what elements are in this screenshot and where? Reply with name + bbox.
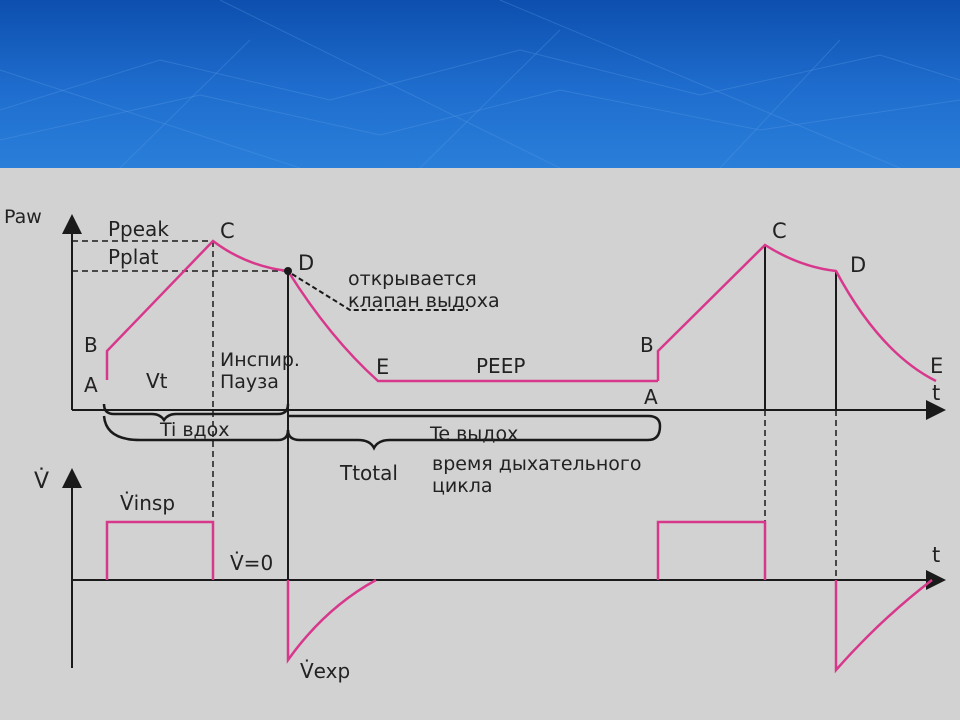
point-b2-label: B: [640, 333, 654, 357]
ttotal-label: Ttotal: [339, 461, 398, 485]
vt-label: Vt: [146, 369, 168, 393]
point-a2-label: A: [644, 385, 658, 409]
ti-brace: [102, 403, 290, 423]
point-b1-label: B: [84, 333, 98, 357]
valve-label-line2: клапан выдоха: [348, 290, 500, 312]
flow-exp-curve-1: [286, 578, 377, 664]
banner-pattern: [0, 0, 960, 168]
flow-y-label: V̇: [34, 468, 49, 494]
pplat-label: Pplat: [108, 245, 159, 269]
point-e1-label: E: [376, 355, 389, 379]
point-c1-label: C: [220, 219, 235, 243]
ppeak-label: Ppeak: [108, 217, 169, 241]
ti-label: Ti вдох: [159, 419, 230, 441]
vexp-label: V̇exp: [300, 659, 350, 683]
vzero-label: V̇=0: [230, 551, 273, 575]
pressure-x-label: t: [932, 381, 940, 405]
flow-x-label: t: [932, 543, 940, 567]
vinsp-label: V̇insp: [120, 491, 175, 515]
slide-header-banner: [0, 0, 960, 168]
pressure-curve-2: [656, 243, 937, 383]
ventilation-diagram: Paw t Ppeak Pplat C D B A E Vt Инспир. П…: [4, 206, 946, 683]
te-brace: [286, 414, 662, 451]
point-c2-label: C: [772, 219, 787, 243]
pause-label-line1: Инспир.: [220, 349, 300, 371]
peep-label: PEEP: [476, 354, 525, 378]
pressure-y-label: Paw: [4, 206, 42, 228]
flow-insp-square-2: [656, 520, 767, 580]
point-d2-label: D: [850, 253, 866, 277]
point-a1-label: A: [84, 373, 98, 397]
point-e2-label: E: [930, 354, 943, 378]
pause-label-line2: Пауза: [220, 371, 279, 393]
diagram-panel: Paw t Ppeak Pplat C D B A E Vt Инспир. П…: [0, 168, 960, 720]
te-label: Te выдох: [429, 423, 518, 445]
valve-label-line1: открывается: [348, 268, 477, 290]
point-d1-marker: [284, 267, 292, 275]
point-d1-label: D: [298, 251, 314, 275]
ti-brace-lower: [102, 415, 290, 442]
flow-exp-curve-2: [834, 579, 933, 674]
flow-insp-square-1: [105, 520, 215, 580]
cycle-label-line2: цикла: [432, 475, 493, 497]
cycle-label-line1: время дыхательного: [432, 453, 642, 475]
valve-pointer-line: [291, 273, 468, 311]
